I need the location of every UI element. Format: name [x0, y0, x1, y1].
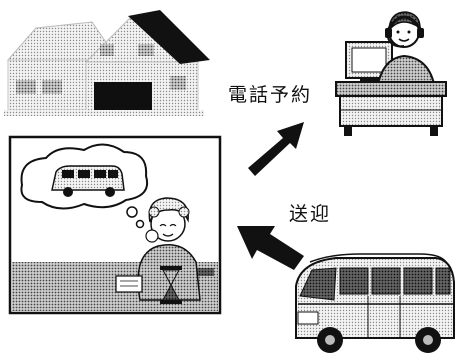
transport-label: 送迎	[289, 203, 332, 225]
house-illustration	[4, 10, 210, 116]
telephone-operator-illustration	[335, 11, 447, 136]
phone-reservation-label: 電話予約	[228, 84, 313, 106]
transport-van-illustration	[295, 253, 455, 353]
elderly-person-illustration	[8, 135, 222, 315]
arrow-up-left-icon	[237, 226, 304, 270]
van-thought-bubble	[20, 143, 148, 229]
arrow-up-right-icon	[248, 122, 304, 176]
hourglass-icon	[160, 266, 182, 304]
